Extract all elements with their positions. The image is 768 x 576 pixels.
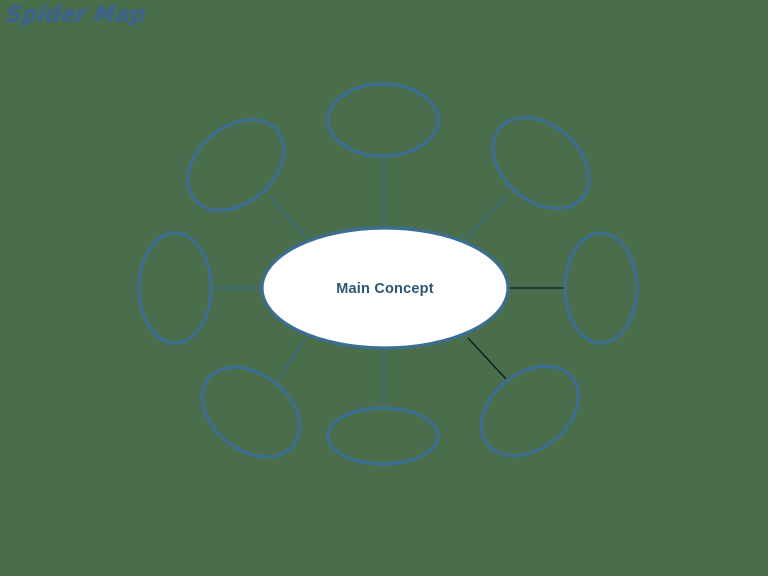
branch-bottom-left[interactable] bbox=[185, 349, 317, 475]
branch-bottom-right[interactable] bbox=[464, 348, 596, 474]
center-node-label: Main Concept bbox=[336, 281, 433, 297]
center-node-shape[interactable] bbox=[260, 226, 510, 350]
branch-right-shape[interactable] bbox=[563, 231, 639, 345]
connector-layer bbox=[211, 156, 565, 408]
branch-bottom[interactable] bbox=[326, 406, 440, 466]
branch-top-right-shape[interactable] bbox=[475, 99, 607, 227]
branch-top-left[interactable] bbox=[170, 101, 302, 229]
branch-right[interactable] bbox=[563, 231, 639, 345]
branch-left[interactable] bbox=[137, 231, 213, 345]
branch-top[interactable] bbox=[326, 82, 440, 158]
branch-bottom-shape[interactable] bbox=[326, 406, 440, 466]
branch-top-right[interactable] bbox=[475, 99, 607, 227]
connector-branch-bottom-right bbox=[467, 337, 507, 380]
connector-branch-top-left bbox=[270, 197, 307, 239]
connector-branch-top-right bbox=[465, 195, 507, 240]
branch-top-left-shape[interactable] bbox=[170, 101, 302, 229]
branch-bottom-left-shape[interactable] bbox=[185, 349, 317, 475]
connector-branch-bottom-left bbox=[278, 339, 305, 380]
branch-left-shape[interactable] bbox=[137, 231, 213, 345]
center-node-layer: Main Concept bbox=[260, 226, 510, 350]
branch-node-layer bbox=[137, 82, 639, 475]
branch-top-shape[interactable] bbox=[326, 82, 440, 158]
branch-bottom-right-shape[interactable] bbox=[464, 348, 596, 474]
